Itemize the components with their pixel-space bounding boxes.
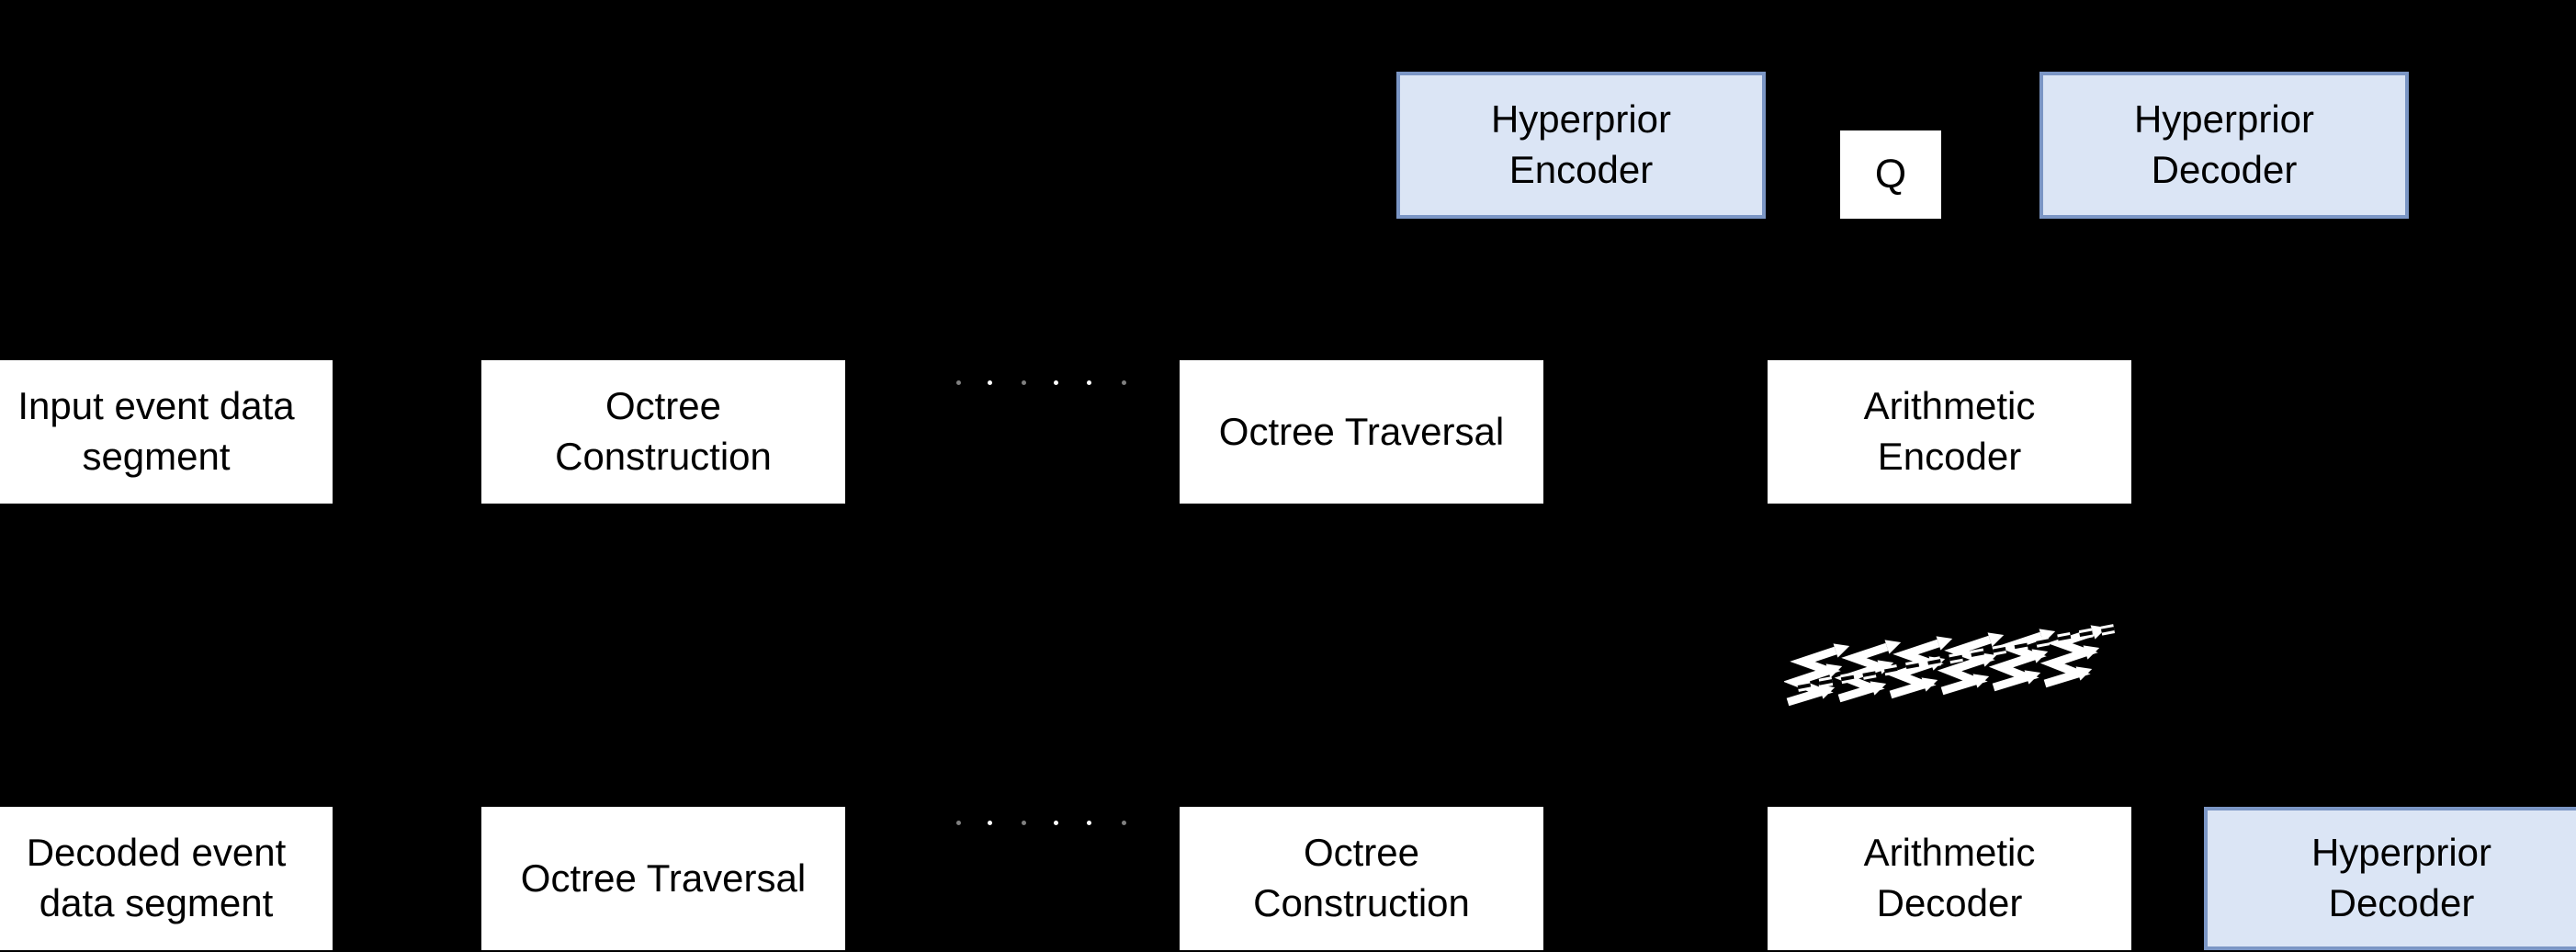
node-decoded-event-data-segment: Decoded event data segment [0, 807, 333, 950]
bitstream-icon [1784, 595, 2120, 710]
ellipsis-icon-decoder-row [955, 820, 1130, 827]
node-hyperprior-encoder: Hyperprior Encoder [1396, 72, 1766, 219]
node-quantizer: Q [1840, 130, 1941, 219]
node-input-event-data-segment: Input event data segment [0, 360, 333, 504]
node-arithmetic-encoder: Arithmetic Encoder [1768, 360, 2131, 504]
node-octree-traversal-encoder: Octree Traversal [1180, 360, 1543, 504]
node-hyperprior-decoder-top: Hyperprior Decoder [2039, 72, 2409, 219]
node-hyperprior-decoder-bottom: Hyperprior Decoder [2204, 807, 2576, 950]
ellipsis-icon-encoder-row [955, 380, 1130, 387]
node-arithmetic-decoder: Arithmetic Decoder [1768, 807, 2131, 950]
node-octree-traversal-decoder: Octree Traversal [481, 807, 845, 950]
node-octree-construction-decoder: Octree Construction [1180, 807, 1543, 950]
node-octree-construction-encoder: Octree Construction [481, 360, 845, 504]
